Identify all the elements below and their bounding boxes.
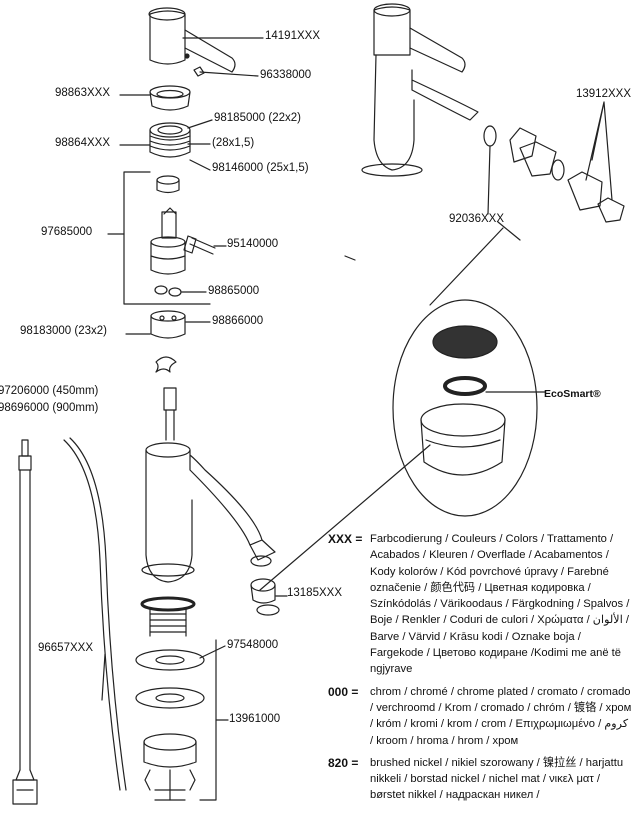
part-label-13185: 13185XXX xyxy=(287,587,342,599)
part-label-98696: 98696000 (900mm) xyxy=(0,402,99,414)
part-label-92036: 92036XXX xyxy=(449,213,504,225)
part-label-14191: 14191XXX xyxy=(265,30,320,42)
part-label-13961: 13961000 xyxy=(229,713,281,725)
part-label-97206: 97206000 (450mm) xyxy=(0,385,99,397)
washers xyxy=(135,649,205,709)
part-label-98146: 98146000 (25x1,5) xyxy=(212,162,309,174)
part-label-98866: 98866000 xyxy=(212,315,264,327)
part-label-98185: 98185000 (22x2) xyxy=(214,112,301,124)
legend-text-820: brushed nickel / nikiel szorowany / 镍拉丝 … xyxy=(370,756,624,802)
spout-aerator xyxy=(250,555,280,616)
spout-body xyxy=(141,387,276,583)
faucet-assembled xyxy=(361,3,479,177)
valve-body xyxy=(150,310,186,339)
legend-row-xxx: XXX = Farbcodierung / Couleurs / Colors … xyxy=(328,531,634,678)
legend-code-820: 820 = xyxy=(328,755,359,770)
cap-ring xyxy=(149,85,191,111)
o-rings xyxy=(154,285,182,297)
set-screw xyxy=(193,66,205,77)
legend-text-000: chrom / chromé / chrome plated / cromato… xyxy=(370,685,632,747)
threaded-shank xyxy=(140,596,196,637)
retaining-clip xyxy=(155,356,177,373)
part-label-95140: 95140000 xyxy=(227,238,279,250)
legend-row-000: 000 = chrom / chromé / chrome plated / c… xyxy=(328,684,634,749)
legend-text-xxx: Farbcodierung / Couleurs / Colors / Trat… xyxy=(370,533,630,676)
flex-hose xyxy=(12,439,38,805)
threaded-nut xyxy=(149,122,191,158)
aerator-parts xyxy=(483,125,625,223)
pull-rod-tube xyxy=(63,439,121,791)
legend-code-xxx: XXX = xyxy=(328,532,363,546)
part-label-98865: 98865000 xyxy=(208,285,260,297)
group-bracket xyxy=(123,171,211,305)
part-label-97685: 97685000 xyxy=(41,226,93,238)
part-label-96657: 96657XXX xyxy=(38,642,93,654)
part-label-97548: 97548000 xyxy=(227,639,279,651)
part-label-98183: 98183000 (23x2) xyxy=(20,325,107,337)
cartridge-ring xyxy=(156,175,180,194)
handle-part xyxy=(148,7,236,73)
legend-row-820: 820 = brushed nickel / nikiel szorowany … xyxy=(328,755,634,804)
nut-bracket xyxy=(199,639,217,801)
part-label-98863: 98863XXX xyxy=(55,87,110,99)
screw xyxy=(183,235,216,255)
part-label-28x15: (28x1,5) xyxy=(212,137,255,149)
part-label-98864: 98864XXX xyxy=(55,137,110,149)
cartridge xyxy=(150,207,186,275)
leader-lines xyxy=(101,37,613,721)
part-label-13912: 13912XXX xyxy=(576,88,631,100)
legend-code-000: 000 = xyxy=(328,684,359,699)
color-code-legend: XXX = Farbcodierung / Couleurs / Colors … xyxy=(328,531,634,804)
part-label-96338: 96338000 xyxy=(260,69,312,81)
ecosmart-callout xyxy=(259,221,546,591)
mounting-nut xyxy=(143,733,197,801)
ecosmart-label: EcoSmart® xyxy=(544,388,601,400)
